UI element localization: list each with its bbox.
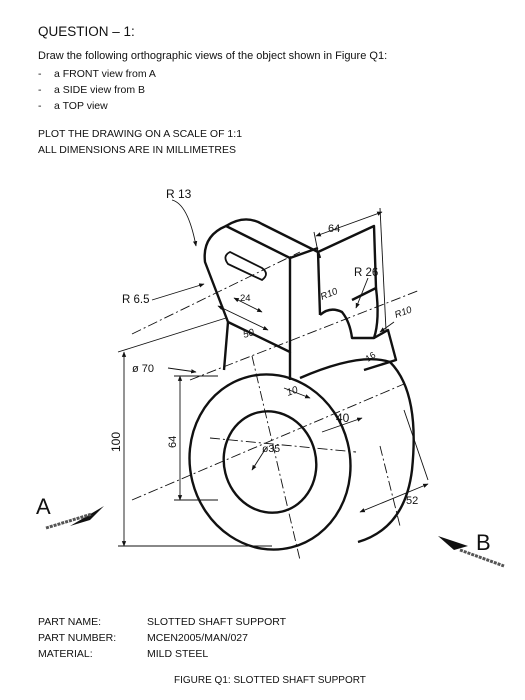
dim-52: 52 bbox=[406, 495, 418, 507]
question-title: QUESTION – 1: bbox=[38, 24, 135, 39]
r10-notch bbox=[319, 287, 379, 340]
dim-r26: R 26 bbox=[354, 267, 378, 279]
figure-caption: FIGURE Q1: SLOTTED SHAFT SUPPORT bbox=[174, 675, 366, 686]
part-number-label: PART NUMBER: bbox=[38, 632, 117, 644]
dim-r10-side: R10 bbox=[393, 304, 414, 321]
dim-r13: R 13 bbox=[166, 187, 192, 201]
cylinder-rear bbox=[299, 358, 415, 544]
view-arrow-b bbox=[438, 536, 505, 568]
part-name-value: SLOTTED SHAFT SUPPORT bbox=[147, 616, 287, 628]
tab-edge bbox=[289, 246, 319, 260]
view-item-side: a SIDE view from B bbox=[38, 82, 156, 98]
dim-r10-notch: R10 bbox=[319, 286, 340, 303]
tab-top-face bbox=[225, 218, 322, 259]
cylinder-bore bbox=[222, 410, 318, 514]
view-item-front: a FRONT view from A bbox=[38, 66, 156, 82]
material-label: MATERIAL: bbox=[38, 648, 93, 660]
dim-64-top: 64 bbox=[328, 223, 340, 235]
part-number-value: MCEN2005/MAN/027 bbox=[147, 632, 248, 644]
material-value: MILD STEEL bbox=[147, 648, 209, 660]
slot bbox=[224, 250, 267, 282]
view-arrow-a bbox=[45, 506, 104, 530]
dim-100: 100 bbox=[109, 432, 123, 452]
top-plate bbox=[317, 224, 378, 302]
dimension-lines bbox=[117, 199, 429, 547]
block-right bbox=[363, 328, 398, 372]
centre-lines bbox=[131, 251, 421, 561]
view-label-b: B bbox=[476, 530, 491, 555]
view-label-a: A bbox=[36, 494, 51, 519]
plate-edge bbox=[316, 251, 322, 316]
dim-64-vertical: 64 bbox=[167, 436, 179, 448]
dim-dia-35: ø35 bbox=[262, 443, 280, 455]
support-web bbox=[222, 321, 292, 380]
view-item-top: a TOP view bbox=[38, 98, 156, 114]
dim-50: 50 bbox=[242, 327, 256, 341]
tab-front-face bbox=[203, 224, 292, 354]
dim-40: 40 bbox=[336, 411, 350, 425]
cylinder-outer bbox=[188, 373, 352, 551]
dim-r6-5: R 6.5 bbox=[122, 294, 150, 306]
object-outline bbox=[188, 218, 415, 551]
question-instruction: Draw the following orthographic views of… bbox=[38, 50, 388, 62]
units-note: ALL DIMENSIONS ARE IN MILLIMETRES bbox=[38, 144, 236, 156]
part-name-label: PART NAME: bbox=[38, 616, 102, 628]
dim-10: 10 bbox=[285, 385, 300, 399]
dim-16: 16 bbox=[364, 350, 378, 364]
dim-dia-70: ø 70 bbox=[132, 363, 154, 375]
views-list: a FRONT view from A a SIDE view from B a… bbox=[38, 66, 156, 114]
dim-24: 24 bbox=[240, 293, 251, 304]
scale-note: PLOT THE DRAWING ON A SCALE OF 1:1 bbox=[38, 128, 243, 140]
